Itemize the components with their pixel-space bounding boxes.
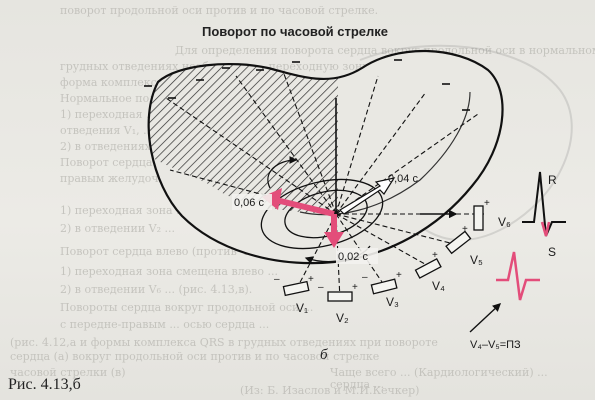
diagram-title: Поворот по часовой стрелке: [201, 24, 389, 39]
bleed-line: Повороты сердца вокруг продольной оси ..…: [60, 301, 314, 314]
lead-label-v6: V₆: [498, 215, 511, 229]
electrode-v6: +: [473, 198, 490, 231]
label-0-06: 0,06 с: [234, 197, 264, 209]
electrode-v3: –+: [362, 270, 402, 295]
transition-zone-label: V₄–V₅=ПЗ: [470, 339, 521, 351]
svg-text:–: –: [318, 282, 324, 293]
bleed-line: 1) переходная зона смещена влево ...: [60, 265, 278, 278]
electrode-v4: +: [414, 250, 442, 279]
heart-outline: [147, 49, 504, 265]
bleed-line: часовой стрелки (в): [10, 366, 126, 379]
ecg-transition-complex: [469, 251, 540, 333]
electrode-v5: +: [445, 224, 472, 255]
svg-text:+: +: [396, 270, 402, 281]
bleed-line: 2) в отведении V₂ ...: [60, 222, 176, 235]
svg-text:+: +: [308, 274, 314, 285]
bleed-line: 2) в отведениях ...: [60, 140, 165, 153]
svg-text:+: +: [462, 224, 468, 235]
bleed-line: сердца ...: [330, 378, 385, 391]
lead-label-v1: V₁: [296, 301, 308, 315]
svg-text:–: –: [274, 274, 280, 285]
lead-label-v2: V₂: [336, 311, 349, 325]
lead-label-v5: V₅: [470, 253, 483, 267]
bleed-line: (Из: Б. Изаслов и М.И.Кечкер): [240, 384, 420, 397]
bleed-line: сердца (а) вокруг продольной оси против …: [10, 350, 380, 363]
bleed-line: Для определения поворота сердца вокруг п…: [175, 44, 595, 57]
svg-text:+: +: [352, 282, 358, 293]
svg-text:+: +: [484, 198, 490, 209]
electrode-v2: –+: [318, 282, 358, 302]
lead-label-v4: V₄: [432, 279, 445, 293]
ecg-s-label: S: [548, 245, 556, 259]
ecg-complex-v6: R S: [522, 171, 566, 259]
electrode-v1: –+: [274, 274, 314, 297]
bleed-line: отведения V₁, ...: [60, 124, 154, 137]
vector-0-02: [324, 214, 344, 248]
bleed-line: Чаще всего ... (Кардиологический) ...: [330, 366, 548, 379]
bleed-line: (рис. 4.12,а и формы комплекса QRS в гру…: [10, 336, 438, 349]
vector-0-04: [339, 177, 396, 215]
ecg-r-label: R: [548, 173, 557, 187]
svg-text:–: –: [362, 272, 368, 283]
bleed-line: 2) в отведении V₆ ... (рис. 4.13,в).: [60, 283, 253, 296]
background-blob: [359, 44, 573, 241]
bleed-line: 1) переходная зона ...: [60, 204, 187, 217]
minus-signs: [144, 59, 470, 111]
label-0-02: 0,02 с: [338, 251, 368, 263]
bleed-line: поворот продольной оси против и по часов…: [60, 4, 379, 17]
panel-letter: б: [320, 347, 328, 363]
bleed-line: 1) переходная ...: [60, 108, 157, 121]
lead-label-v3: V₃: [386, 295, 399, 309]
label-0-04: 0,04 с: [388, 173, 418, 185]
bleed-line: с передне-правым ... осью сердца ...: [60, 318, 270, 331]
bleed-line: Поворот сердца ...: [60, 156, 167, 169]
figure-caption: Рис. 4.13,б: [8, 376, 81, 393]
svg-text:+: +: [432, 250, 438, 261]
hatched-region: [148, 50, 338, 215]
